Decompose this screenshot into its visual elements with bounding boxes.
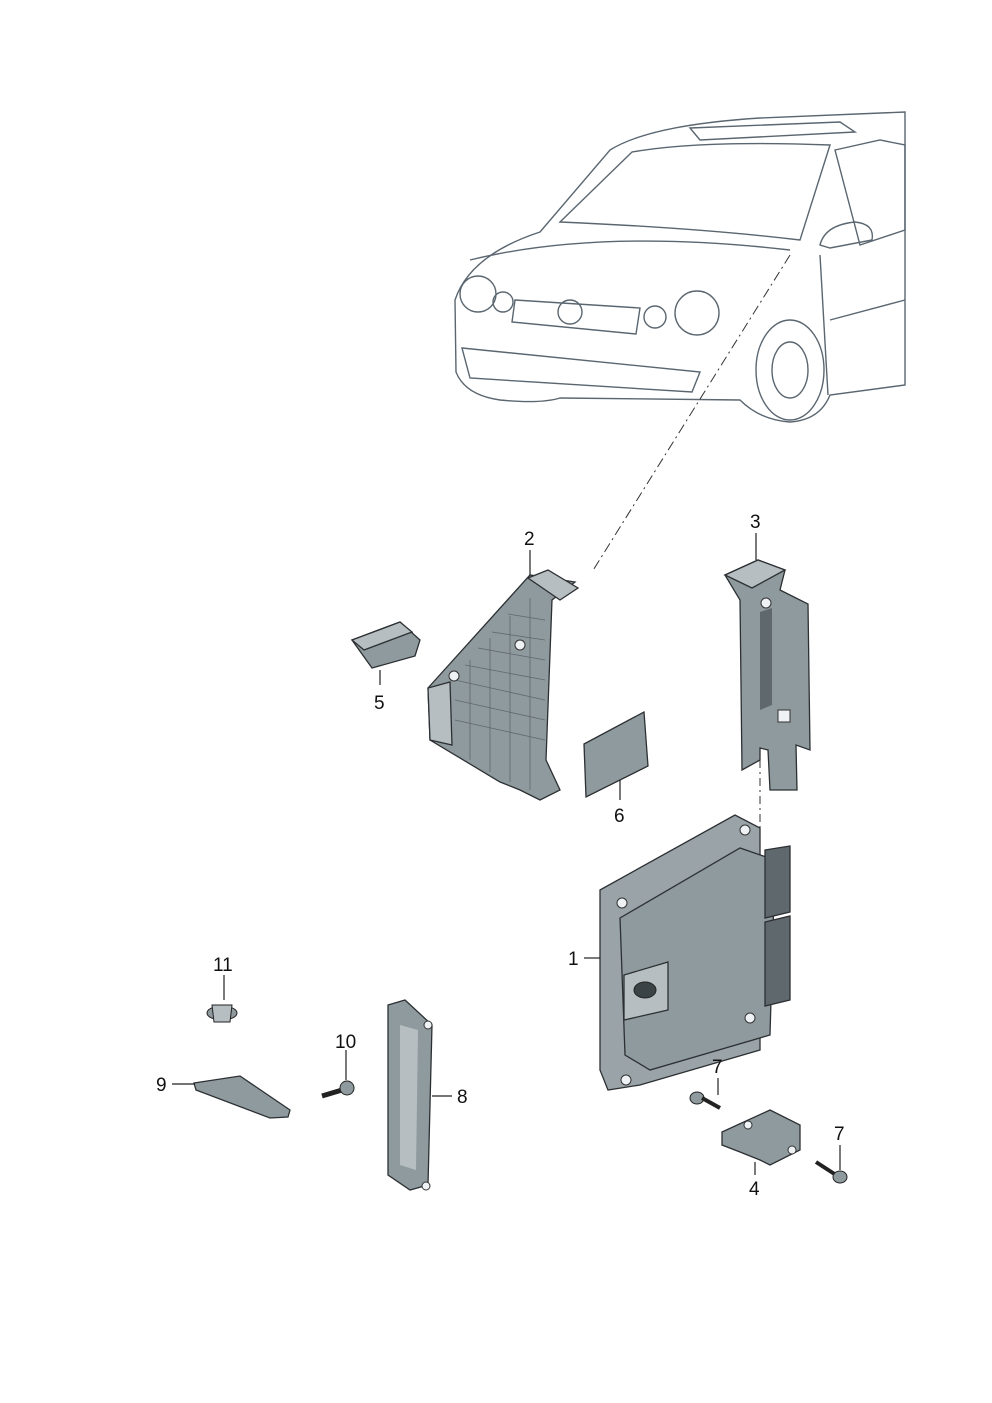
part-11-clip — [206, 1004, 238, 1023]
part-3-top-tab — [723, 559, 787, 589]
part-7a-head — [689, 1091, 705, 1105]
part-1-bolt-d — [744, 1012, 756, 1024]
car-windshield — [558, 142, 831, 241]
car-hood-line — [469, 240, 791, 261]
part-2-grid — [454, 598, 546, 790]
part-2-hole-b — [448, 670, 460, 682]
part-7-screw-a — [689, 1091, 721, 1110]
part-5-clip — [350, 621, 421, 669]
part-7-screw-b — [814, 1160, 848, 1184]
car-headlight-right — [674, 290, 720, 336]
part-4-hole-a — [743, 1120, 753, 1130]
part-11-body — [211, 1004, 233, 1023]
part-8-pin-top — [423, 1020, 433, 1030]
part-2-left-rib — [427, 681, 453, 746]
part-3-bracket — [723, 559, 811, 791]
callout-7a: 7 — [712, 1057, 723, 1078]
car-foglight-left — [492, 291, 514, 313]
callout-4: 4 — [749, 1179, 760, 1200]
part-5-top — [350, 621, 414, 651]
callout-10: 10 — [335, 1032, 356, 1053]
part-4-body — [721, 1109, 801, 1166]
part-9-plate — [193, 1075, 291, 1119]
part-7a-shank — [701, 1096, 721, 1110]
car-body — [454, 111, 906, 423]
callout-8: 8 — [457, 1087, 468, 1108]
callout-9: 9 — [156, 1075, 167, 1096]
callout-5: 5 — [374, 693, 385, 714]
part-10-shank — [321, 1087, 343, 1099]
car-foglight-right — [643, 305, 667, 329]
part-10-bolt — [321, 1080, 355, 1099]
car-location-leader — [591, 254, 791, 573]
part-2-bracket — [427, 569, 580, 801]
car-hubcap — [771, 341, 809, 399]
part-4-hole-b — [787, 1145, 797, 1155]
callouts: 1 2 3 4 5 6 7 7 8 9 10 11 — [156, 512, 845, 1200]
part-1-bolt-c — [620, 1074, 632, 1086]
car-door-edge — [819, 254, 829, 396]
car-grille — [511, 299, 641, 335]
part-3-slot — [760, 608, 772, 710]
part-1-bolt-b — [616, 897, 628, 909]
callout-2: 2 — [524, 529, 535, 550]
part-10-head — [339, 1080, 355, 1096]
part-2-hole-a — [514, 639, 526, 651]
car-emblem — [557, 299, 583, 325]
part-1-plug — [633, 981, 657, 999]
callout-11: 11 — [213, 955, 233, 976]
car-door-line — [829, 299, 906, 321]
car-illustration — [454, 111, 906, 423]
part-9-body — [193, 1075, 291, 1119]
part-1-connector-bottom — [764, 915, 791, 1007]
part-7b-head — [832, 1170, 848, 1184]
car-headlight-left — [459, 275, 497, 313]
part-1-bolt-a — [739, 824, 751, 836]
part-1-connector-top — [764, 845, 791, 919]
part-3-window — [777, 709, 791, 723]
callout-1: 1 — [568, 949, 579, 970]
part-8-strap — [387, 999, 433, 1191]
part-8-inner — [400, 1025, 418, 1170]
callout-6: 6 — [614, 806, 625, 827]
part-3-hole — [760, 597, 772, 609]
callout-3: 3 — [750, 512, 761, 533]
part-1-housing — [619, 847, 776, 1071]
car-sunroof — [688, 121, 858, 141]
car-wheel — [755, 319, 825, 421]
part-6-body — [583, 710, 649, 799]
part-2-top-tab — [526, 569, 580, 601]
part-8-pin-bottom — [421, 1181, 431, 1191]
car-bumper-intake — [461, 347, 701, 393]
car-side-window — [834, 139, 906, 246]
part-1-ecu — [599, 814, 791, 1091]
part-4-bracket — [721, 1109, 801, 1166]
part-6-pad — [583, 710, 649, 799]
car-mirror — [819, 221, 874, 249]
part-7b-shank — [814, 1160, 838, 1177]
callout-7b: 7 — [834, 1124, 845, 1145]
